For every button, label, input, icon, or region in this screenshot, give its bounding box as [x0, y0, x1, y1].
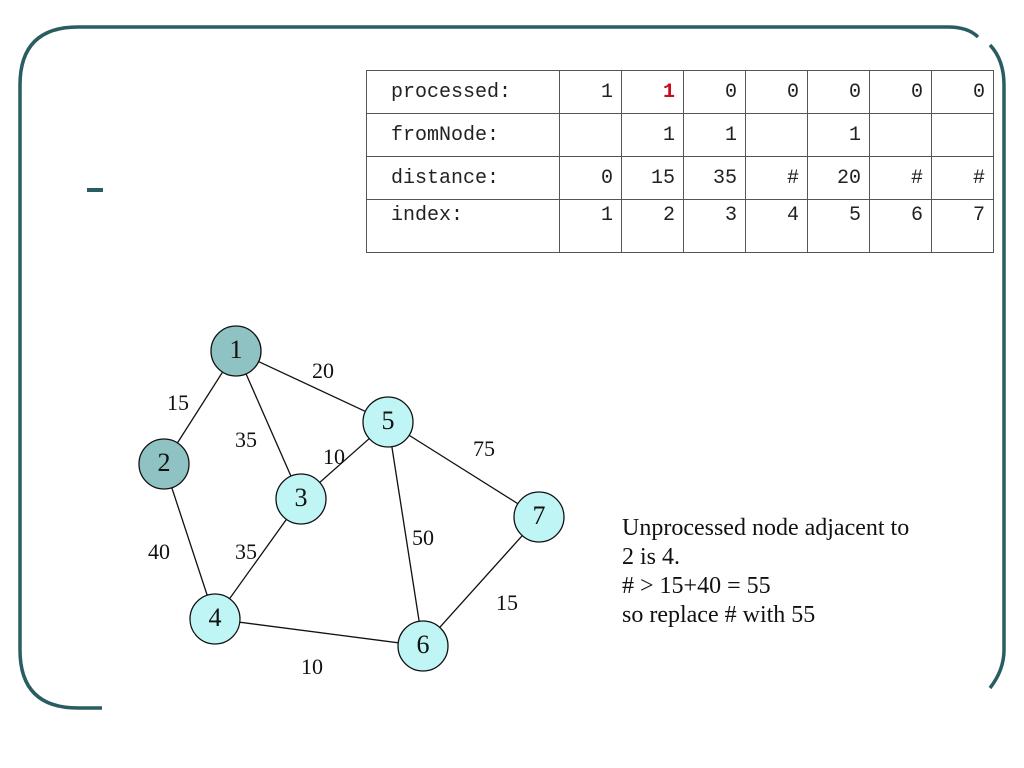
table-cell: 0 [745, 70, 808, 114]
table-cell: 1 [807, 113, 870, 157]
node-label: 7 [533, 501, 546, 530]
frame-border-right [988, 43, 1006, 690]
row-label: index: [366, 199, 560, 253]
explanation-line-4: so replace # with 55 [622, 602, 816, 628]
table-cell: 7 [931, 199, 994, 253]
frame-border [18, 25, 980, 710]
table-cell: 0 [683, 70, 746, 114]
edge-weight-5-6: 50 [412, 525, 434, 550]
edge-weight-5-7: 75 [473, 436, 495, 461]
edge-weight-3-5: 10 [323, 444, 345, 469]
explanation-line-2: 2 is 4. [622, 544, 681, 570]
edge-weight-7-6: 15 [496, 590, 518, 615]
edge-5-6 [387, 421, 424, 647]
row-label: processed: [366, 70, 560, 114]
node-circle [397, 620, 449, 672]
node-label: 3 [295, 483, 308, 512]
node-circle [189, 593, 241, 645]
edge-5-7 [387, 421, 540, 518]
edge-weight-4-6: 10 [301, 654, 323, 679]
node-circle [362, 396, 414, 448]
edge-weight-2-4: 40 [148, 539, 170, 564]
bullet-dash [87, 188, 103, 192]
table-cell: 5 [807, 199, 870, 253]
table-cell: 4 [745, 199, 808, 253]
node-label: 1 [230, 335, 243, 364]
node-circle [210, 325, 262, 377]
edge-4-6 [214, 618, 424, 647]
explanation-line-3: # > 15+40 = 55 [622, 573, 771, 599]
node-4: 4 [189, 593, 241, 645]
edge-weight-1-5: 20 [312, 358, 334, 383]
table-cell: # [745, 156, 808, 200]
table-cell: 2 [621, 199, 684, 253]
edge-weight-1-3: 35 [235, 427, 257, 452]
table-cell [559, 113, 622, 157]
edge-2-4 [163, 463, 216, 620]
table-cell [931, 113, 994, 157]
row-label: fromNode: [366, 113, 560, 157]
edge-7-6 [422, 516, 540, 647]
table-cell: # [869, 156, 932, 200]
row-label: distance: [366, 156, 560, 200]
explanation-line-1: Unprocessed node adjacent to [622, 515, 910, 541]
node-7: 7 [513, 491, 565, 543]
node-label: 2 [158, 448, 171, 477]
node-circle [138, 438, 190, 490]
node-6: 6 [397, 620, 449, 672]
node-1: 1 [210, 325, 262, 377]
edge-1-3 [235, 350, 302, 500]
table-cell: 1 [559, 70, 622, 114]
node-3: 3 [275, 473, 327, 525]
table-cell: 6 [869, 199, 932, 253]
node-2: 2 [138, 438, 190, 490]
node-5: 5 [362, 396, 414, 448]
table-cell [745, 113, 808, 157]
table-cell: 1 [683, 113, 746, 157]
node-label: 5 [382, 406, 395, 435]
edge-weight-1-2: 15 [167, 390, 189, 415]
table-cell: 35 [683, 156, 746, 200]
table-cell: 0 [931, 70, 994, 114]
edge-weight-3-4: 35 [235, 539, 257, 564]
edge-1-5 [235, 350, 389, 423]
node-label: 4 [209, 603, 222, 632]
table-cell: 3 [683, 199, 746, 253]
nodes-layer: 1 2 3 4 5 6 7 [138, 325, 565, 672]
explanation-text: Unprocessed node adjacent to 2 is 4. # >… [622, 514, 1002, 630]
table-cell: 0 [807, 70, 870, 114]
node-label: 6 [417, 630, 430, 659]
node-circle [513, 491, 565, 543]
table-cell: 1 [559, 199, 622, 253]
node-circle [275, 473, 327, 525]
